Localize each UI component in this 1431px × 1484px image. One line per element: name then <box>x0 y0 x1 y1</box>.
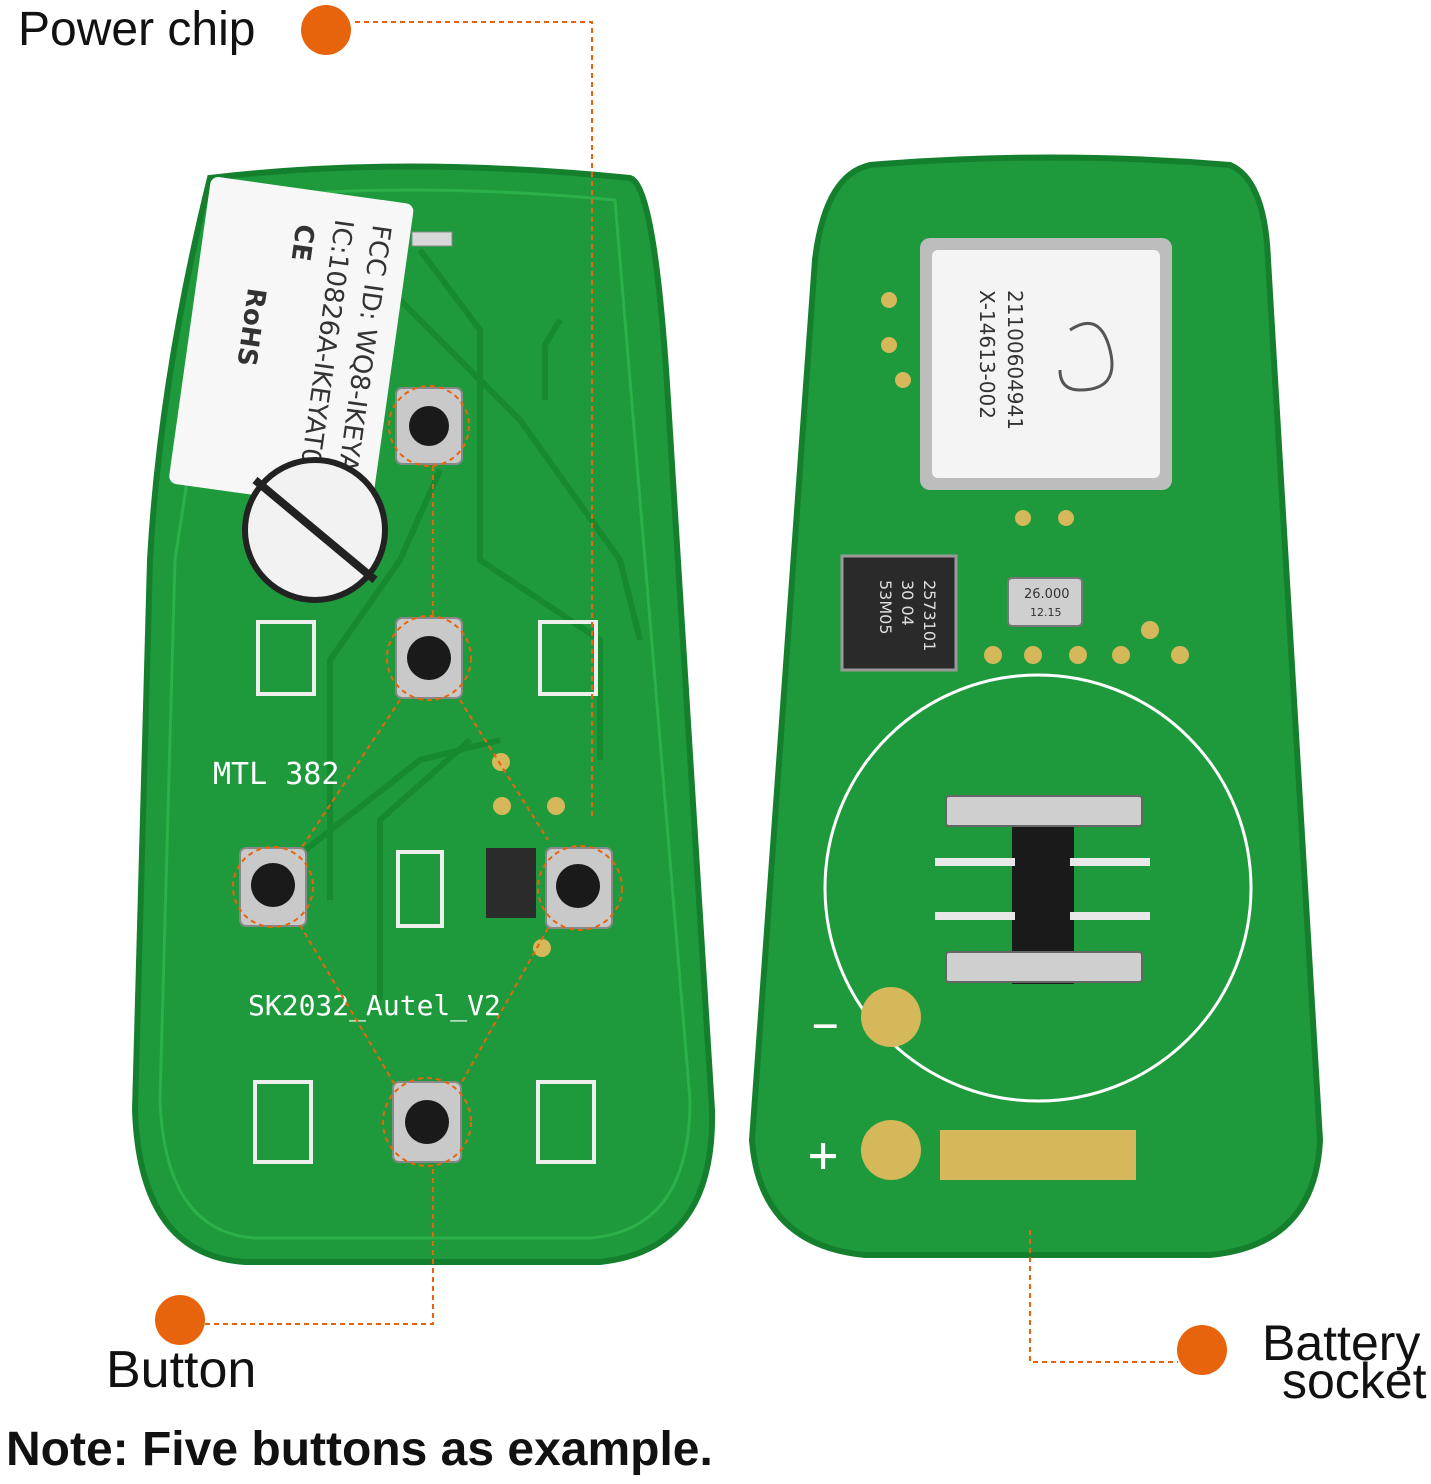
plus-pad <box>861 1120 921 1180</box>
note-text: Note: Five buttons as example. <box>6 1423 713 1476</box>
minus-pad <box>861 987 921 1047</box>
plus-strip <box>940 1130 1136 1180</box>
chip-text3: 2573101 <box>920 580 939 651</box>
crystal-sub: 12.15 <box>1030 606 1062 619</box>
button-label: Button <box>106 1341 257 1399</box>
minus-sign: − <box>812 1000 839 1051</box>
tact-button-4 <box>545 847 613 929</box>
rf-shield: X-14613-002 2110060494​1 <box>920 238 1172 490</box>
plus-sign: + <box>808 1126 838 1184</box>
callouts <box>205 21 1178 1363</box>
battery-socket-label-line1: Battery <box>1262 1315 1421 1371</box>
battery-outline <box>823 673 1253 1103</box>
shield-line2: 2110060494​1 <box>1003 290 1027 430</box>
crystal-label: 26.000 <box>1024 587 1070 602</box>
tact-button-2 <box>395 617 463 699</box>
power-chip <box>486 848 536 918</box>
button-dot <box>155 1295 205 1345</box>
power-chip-dot <box>301 5 351 55</box>
sticker-ce: CE <box>285 222 320 263</box>
pcb-diagram: FCC ID: WQ8-IKEYAT005AL IC:10826A-IKEYAT… <box>131 5 1324 1375</box>
crystal: 26.000 12.15 <box>1007 577 1083 627</box>
rf-chip: 53M05 30 04 2573101 <box>840 554 958 672</box>
battery-contact <box>935 795 1150 984</box>
battery-dot <box>1177 1325 1227 1375</box>
power-chip-label: Power chip <box>18 3 256 56</box>
led <box>411 231 453 247</box>
battery-socket-label-line2: socket <box>1282 1353 1427 1409</box>
back-board: X-14613-002 2110060494​1 53M05 30 04 257… <box>748 154 1324 1258</box>
shield-line1: X-14613-002 <box>975 290 999 419</box>
chip-text2: 30 04 <box>898 580 917 626</box>
tact-button-1 <box>395 387 463 465</box>
tact-button-5 <box>392 1081 462 1163</box>
front-board: FCC ID: WQ8-IKEYAT005AL IC:10826A-IKEYAT… <box>131 163 716 1265</box>
chip-text1: 53M05 <box>876 580 895 635</box>
tact-button-3 <box>239 847 307 927</box>
silk-mtl: MTL 382 <box>213 757 339 792</box>
silk-model: SK2032_Autel_V2 <box>248 989 501 1023</box>
